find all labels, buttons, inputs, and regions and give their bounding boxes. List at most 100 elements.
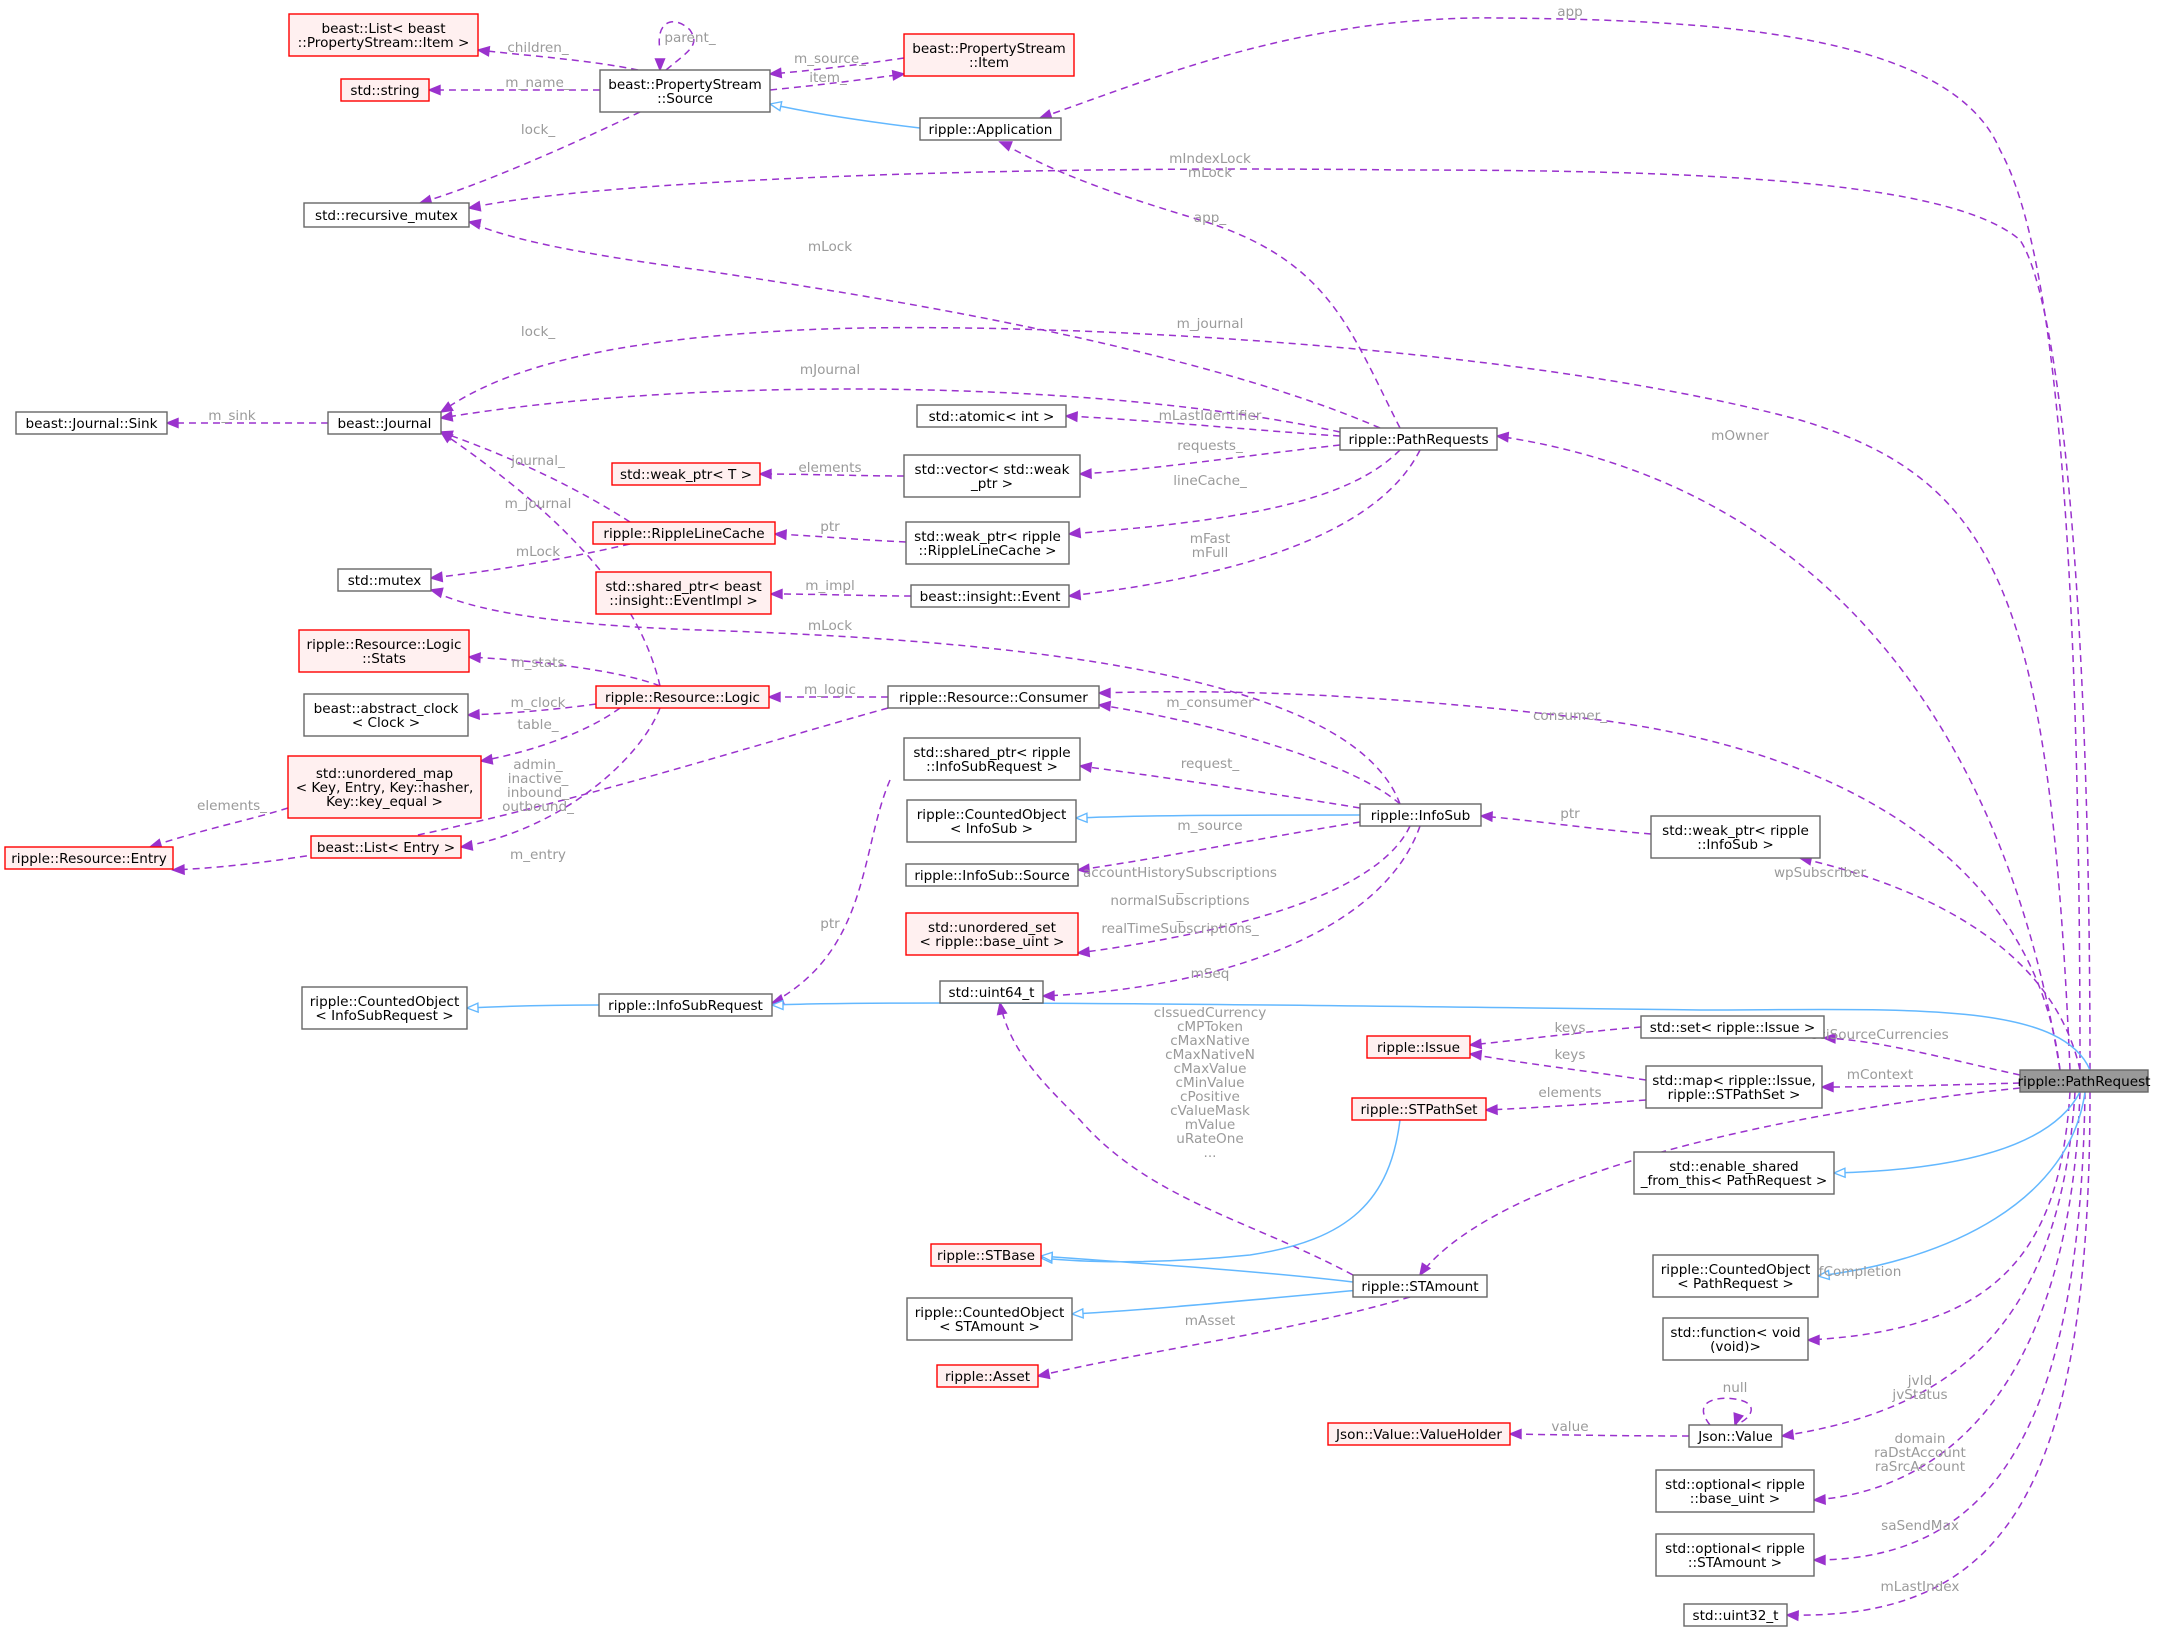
node-label-line: Json::Value::ValueHolder xyxy=(1335,1427,1502,1443)
class-node-atomic[interactable]: std::atomic< int > xyxy=(916,404,1067,428)
node-box xyxy=(1351,1097,1487,1121)
class-node-function[interactable]: std::function< void(void)> xyxy=(1662,1317,1809,1361)
arrowhead-1 xyxy=(654,58,666,72)
class-node-stamount[interactable]: ripple::STAmount xyxy=(1352,1274,1488,1298)
class-node-stbase[interactable]: ripple::STBase xyxy=(930,1243,1042,1267)
class-node-journal[interactable]: beast::Journal xyxy=(327,411,442,435)
class-node-string[interactable]: std::string xyxy=(340,78,430,102)
class-node-sp_isr[interactable]: std::shared_ptr< ripple::InfoSubRequest … xyxy=(903,737,1081,781)
edge-label-mowner: mOwner xyxy=(1711,428,1769,444)
class-node-vec_weak[interactable]: std::vector< std::weak_ptr > xyxy=(903,454,1081,498)
class-node-umap[interactable]: std::unordered_map< Key, Entry, Key::has… xyxy=(287,755,482,819)
class-node-infosub_source[interactable]: ripple::InfoSub::Source xyxy=(905,863,1079,887)
class-node-abs_clock[interactable]: beast::abstract_clock< Clock > xyxy=(303,693,469,737)
node-box xyxy=(1683,1603,1788,1627)
usage-edge-44 xyxy=(999,1002,1354,1276)
class-node-ps_item[interactable]: beast::PropertyStream::Item xyxy=(903,33,1075,77)
arrowhead-32 xyxy=(1078,761,1093,773)
node-label-line: < Key, Entry, Key::hasher, xyxy=(296,780,474,796)
node-box xyxy=(340,78,430,102)
class-node-map_issue[interactable]: std::map< ripple::Issue,ripple::STPathSe… xyxy=(1645,1065,1823,1109)
class-node-pathrequest[interactable]: ripple::PathRequest xyxy=(2017,1069,2151,1093)
edge-label-line: inactive_ xyxy=(508,771,569,787)
edge-label-m_clock: m_clock xyxy=(511,695,566,711)
arrowhead-28 xyxy=(1097,687,1111,699)
class-node-stpathset[interactable]: ripple::STPathSet xyxy=(1351,1097,1487,1121)
class-node-pathrequests[interactable]: ripple::PathRequests xyxy=(1339,427,1498,451)
class-node-issue[interactable]: ripple::Issue xyxy=(1366,1035,1471,1059)
usage-edge-20 xyxy=(440,431,661,687)
class-node-uset[interactable]: std::unordered_set< ripple::base_uint > xyxy=(905,912,1079,956)
edge-label-line: wpSubscriber xyxy=(1774,865,1867,881)
usage-edge-36 xyxy=(1077,821,1361,871)
class-node-co_isr[interactable]: ripple::CountedObject< InfoSubRequest > xyxy=(301,986,468,1030)
class-node-co_infosub[interactable]: ripple::CountedObject< InfoSub > xyxy=(906,799,1077,843)
class-node-esft[interactable]: std::enable_shared_from_this< PathReques… xyxy=(1633,1151,1835,1195)
class-node-co_pr[interactable]: ripple::CountedObject< PathRequest > xyxy=(1652,1254,1819,1298)
node-box xyxy=(287,755,482,819)
class-node-opt_uint[interactable]: std::optional< ripple::base_uint > xyxy=(1655,1469,1815,1513)
edge-label-line: lock_ xyxy=(521,122,555,138)
class-node-weak_infosub[interactable]: std::weak_ptr< ripple::InfoSub > xyxy=(1650,815,1821,859)
class-node-event[interactable]: beast::insight::Event xyxy=(910,584,1070,608)
node-box xyxy=(1339,427,1498,451)
node-label: std::optional< ripple::base_uint > xyxy=(1665,1477,1805,1507)
node-label-line: beast::insight::Event xyxy=(920,589,1061,605)
edge-label-line: cPositive xyxy=(1180,1089,1240,1105)
usage-edge-9 xyxy=(999,141,1401,429)
arrowhead-38 xyxy=(171,864,185,876)
node-label: ripple::Issue xyxy=(1377,1040,1460,1056)
node-label: std::enable_shared_from_this< PathReques… xyxy=(1640,1159,1828,1189)
usage-edge-41 xyxy=(1042,825,1421,997)
class-node-sink[interactable]: beast::Journal::Sink xyxy=(15,411,168,435)
node-label: std::recursive_mutex xyxy=(315,208,458,224)
class-node-ps_source[interactable]: beast::PropertyStream::Source xyxy=(599,69,771,113)
usage-edge-40 xyxy=(771,779,891,1004)
edge-label-app_: app_ xyxy=(1194,210,1227,226)
class-node-application[interactable]: ripple::Application xyxy=(919,117,1062,141)
class-node-jsonvalue[interactable]: Json::Value xyxy=(1688,1424,1783,1448)
class-node-weak_rlc[interactable]: std::weak_ptr< ripple::RippleLineCache > xyxy=(905,521,1070,565)
edge-label-item: item_ xyxy=(809,70,847,86)
node-label: ripple::STAmount xyxy=(1361,1279,1478,1295)
class-node-set_issue[interactable]: std::set< ripple::Issue > xyxy=(1640,1015,1825,1039)
node-label: beast::List< Entry > xyxy=(317,840,455,856)
class-node-uint32[interactable]: std::uint32_t xyxy=(1683,1603,1788,1627)
edge-label-line: mLock xyxy=(808,618,852,634)
node-label: beast::abstract_clock< Clock > xyxy=(314,701,459,731)
edge-label-line: _ xyxy=(1176,907,1184,923)
class-node-sp_event[interactable]: std::shared_ptr< beast::insight::EventIm… xyxy=(595,571,772,615)
class-node-opt_sta[interactable]: std::optional< ripple::STAmount > xyxy=(1655,1533,1815,1577)
inheritance-edge-62 xyxy=(1817,1091,2086,1277)
class-node-rmutex[interactable]: std::recursive_mutex xyxy=(303,202,470,228)
usage-edge-22 xyxy=(430,543,631,579)
class-node-logic_stats[interactable]: ripple::Resource::Logic::Stats xyxy=(298,629,470,673)
arrowhead-59 xyxy=(1074,812,1088,824)
class-node-consumer[interactable]: ripple::Resource::Consumer xyxy=(887,685,1100,709)
class-node-logic[interactable]: ripple::Resource::Logic xyxy=(595,685,770,709)
node-label: std::unordered_set< ripple::base_uint > xyxy=(920,920,1065,950)
class-node-rlc[interactable]: ripple::RippleLineCache xyxy=(592,521,776,545)
class-node-uint64[interactable]: std::uint64_t xyxy=(939,980,1044,1004)
class-node-weak_t[interactable]: std::weak_ptr< T > xyxy=(611,462,761,486)
class-node-mutex[interactable]: std::mutex xyxy=(337,568,432,592)
edge-label-app: app xyxy=(1557,4,1583,20)
arrowhead-22 xyxy=(429,571,444,583)
class-node-list_entry[interactable]: beast::List< Entry > xyxy=(310,835,462,859)
node-label-line: ::InfoSub > xyxy=(1697,837,1773,853)
arrowhead-36 xyxy=(1076,863,1091,875)
usage-edge-8 xyxy=(468,168,2091,1071)
usage-edge-35 xyxy=(1480,815,1652,835)
class-node-entry[interactable]: ripple::Resource::Entry xyxy=(4,846,174,870)
class-node-asset[interactable]: ripple::Asset xyxy=(936,1364,1039,1388)
edge-label-admin: admin_inactive_inbound_outbound_ xyxy=(502,757,574,815)
class-node-list_item[interactable]: beast::List< beast::PropertyStream::Item… xyxy=(288,13,479,57)
class-node-infosub[interactable]: ripple::InfoSub xyxy=(1359,803,1482,827)
arrowhead-23 xyxy=(1067,589,1082,601)
edge-label-line: domain xyxy=(1895,1431,1946,1447)
class-node-co_sta[interactable]: ripple::CountedObject< STAmount > xyxy=(906,1297,1073,1341)
class-node-valueholder[interactable]: Json::Value::ValueHolder xyxy=(1327,1422,1511,1446)
node-label-line: beast::List< beast xyxy=(321,21,445,37)
edge-label-line: requests_ xyxy=(1177,438,1243,454)
class-node-isr[interactable]: ripple::InfoSubRequest xyxy=(598,993,773,1017)
